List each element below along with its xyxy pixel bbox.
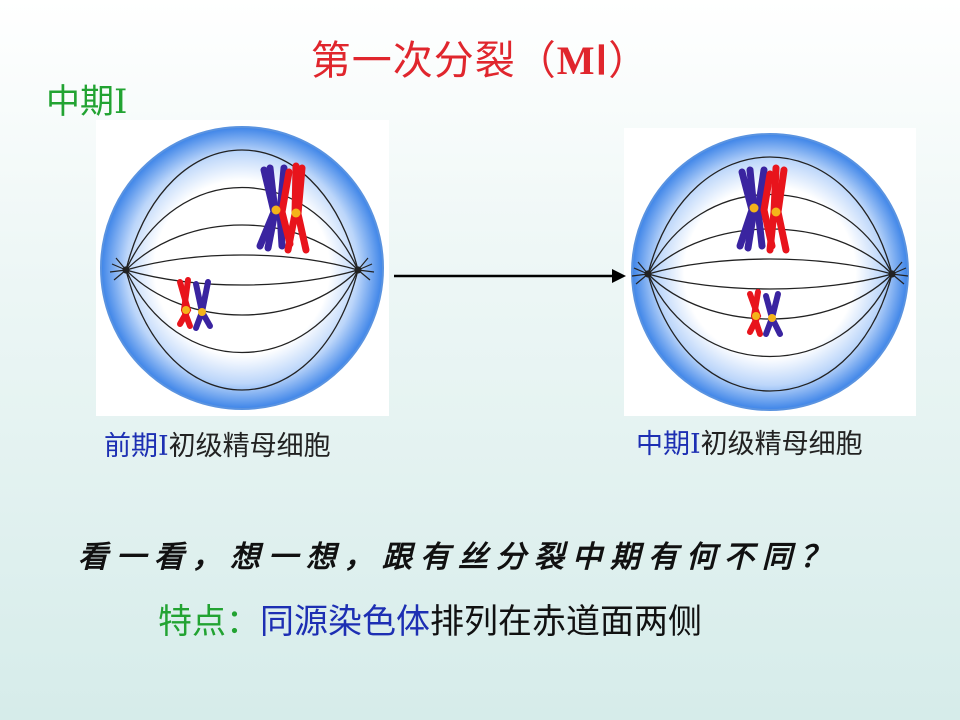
question-text: 看一看，想一想，跟有丝分裂中期有何不同？ — [78, 540, 838, 575]
prophase-caption: 前期Ⅰ初级精母细胞 — [104, 424, 331, 463]
centriole-left — [109, 257, 130, 281]
feature-rest: 排列在赤道面两侧 — [430, 602, 702, 642]
cell-membrane — [631, 133, 909, 411]
caption-cell: 初级精母细胞 — [168, 431, 331, 462]
large-tetrad — [256, 162, 310, 254]
caption-stage: 前期Ⅰ — [104, 431, 169, 462]
small-tetrad — [177, 277, 213, 331]
title-bold: MⅠ — [556, 38, 609, 83]
centriole-right — [888, 261, 909, 285]
large-tetrad — [736, 164, 790, 254]
metaphase-cell-figure — [624, 128, 916, 416]
centriole-left — [631, 261, 652, 285]
small-tetrad — [747, 289, 783, 337]
transition-arrow — [394, 269, 626, 283]
prophase-cell-figure — [96, 120, 389, 416]
title-prefix: 第一次分裂（ — [310, 38, 557, 84]
centriole-right — [354, 257, 375, 281]
caption-stage: 中期Ⅰ — [636, 429, 701, 460]
caption-cell: 初级精母细胞 — [700, 429, 863, 460]
feature-label: 特点： — [158, 602, 260, 642]
metaphase-caption: 中期Ⅰ初级精母细胞 — [636, 422, 863, 461]
title-suffix: ） — [608, 38, 650, 84]
cell-membrane — [100, 126, 384, 410]
stage-label: 中期Ⅰ — [46, 82, 128, 122]
slide-title: 第一次分裂（MⅠ） — [0, 28, 960, 86]
spindle-fibers — [125, 149, 359, 391]
feature-highlight: 同源染色体 — [260, 602, 430, 642]
spindle-fibers — [647, 156, 893, 392]
feature-statement: 特点：同源染色体排列在赤道面两侧 — [158, 594, 702, 643]
